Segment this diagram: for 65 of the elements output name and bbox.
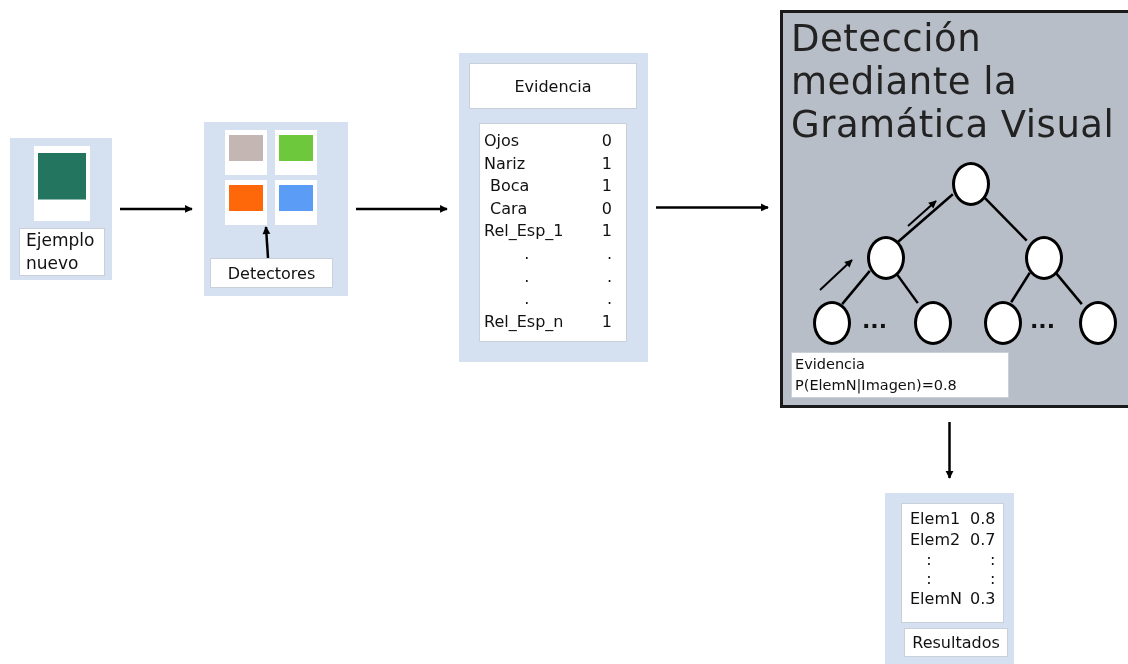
row-value: . [605,265,612,288]
tree-node-circle [952,162,990,206]
probability-text: P(ElemN|Imagen)=0.8 [795,376,958,396]
row-value: : [989,550,996,569]
tree-line [897,193,954,243]
arrow [945,422,954,479]
tree-line [1010,272,1031,303]
color-swatch [275,180,317,225]
row-label: Rel_Esp_1 [484,220,565,243]
row-value: 0 [601,197,612,220]
label-box: Ejemplo nuevo [19,228,105,276]
label-box: Evidencia [469,63,637,109]
label-box: Detectores [210,258,333,288]
row-label: Elem1 [909,508,962,529]
row-value: . [605,288,612,311]
row-value: 0.8 [969,508,996,529]
tree-node-circle [914,301,952,345]
row-label: ElemN [909,588,962,609]
row-label: Nariz [484,152,527,175]
panel-title: Detección mediante la Gramática Visual [791,17,1116,146]
row-value: 1 [601,175,612,198]
row-label: : [925,569,933,588]
results-table [901,503,1004,623]
row-value: 1 [601,220,612,243]
row-value: 1 [601,310,612,333]
tree-line [841,270,871,305]
ellipsis: ... [862,310,888,332]
grammar-panel [780,10,1128,408]
panel-background [885,493,1014,664]
row-label: Rel_Esp_n [484,310,565,333]
arrow [262,226,271,259]
row-label: . [523,265,531,288]
row-label: . [523,288,531,311]
color-swatch [225,130,267,175]
row-value: . [605,242,612,265]
row-value: 0.3 [969,588,996,609]
row-label: : [925,550,933,569]
row-value: : [989,569,996,588]
evidence-table [479,123,627,342]
row-label: . [523,242,531,265]
panel-background [459,53,648,362]
row-label: Boca [489,175,531,198]
panel-background [10,138,112,280]
tree-node-circle [867,236,905,280]
arrow [120,205,193,213]
tree-node-circle [1025,236,1063,280]
ellipsis: ... [1030,310,1056,332]
row-label: Cara [489,197,529,220]
tree-node-circle [813,301,851,345]
label-box: Resultados [904,628,1008,657]
row-label: Elem2 [909,529,962,550]
tree-node-circle [984,301,1022,345]
row-value: 0.7 [969,529,996,550]
color-swatch [34,146,90,221]
color-swatch [275,130,317,175]
panel-background [204,122,348,296]
arrow [356,205,448,213]
color-swatch [225,180,267,225]
row-value: 0 [601,130,612,152]
arrow [656,203,769,212]
evidence-box [791,352,1009,398]
row-value: 1 [601,152,612,175]
tree-node-circle [1079,301,1117,345]
box-heading: Evidencia [795,355,866,374]
row-label: Ojos [484,130,521,152]
